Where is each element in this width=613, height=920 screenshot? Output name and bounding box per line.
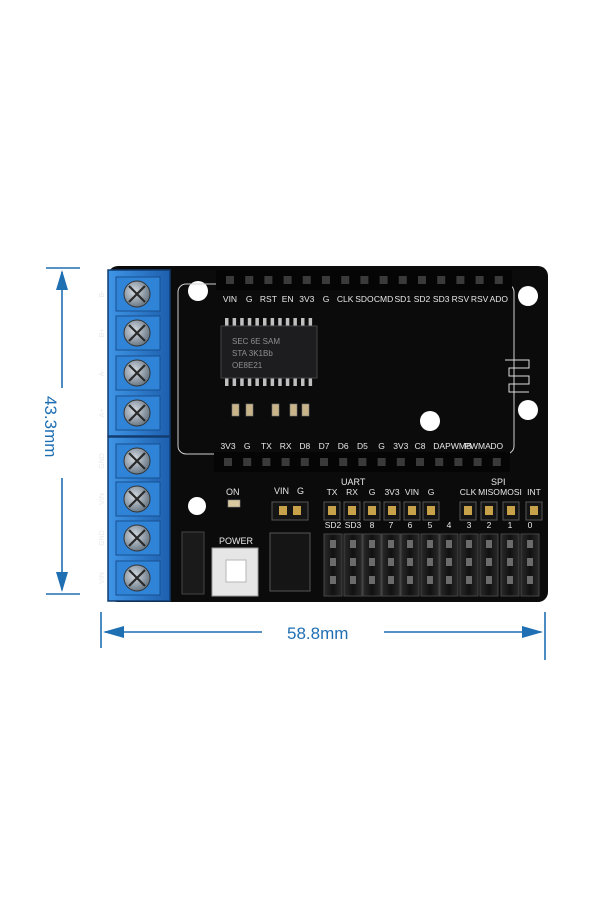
top-header-label: G xyxy=(323,294,330,304)
io-row-label: 8 xyxy=(370,520,375,530)
bottom-header-label: 3V3 xyxy=(220,441,235,451)
io-row-label: SD2 xyxy=(325,520,342,530)
io-row-label: 3 xyxy=(467,520,472,530)
top-header-label: 3V3 xyxy=(299,294,314,304)
uart-pin-label: RX xyxy=(346,487,358,497)
terminal-side-label: A+ xyxy=(99,409,106,418)
top-header-label: SD1 xyxy=(395,294,412,304)
bottom-header-label: 3V3 xyxy=(393,441,408,451)
vin-group-label: VIN xyxy=(274,486,289,496)
bottom-header-label: D5 xyxy=(357,441,368,451)
io-row-label: 6 xyxy=(408,520,413,530)
mounting-hole xyxy=(188,281,208,301)
top-header-label: RSV xyxy=(452,294,470,304)
width-dimension-label: 58.8mm xyxy=(287,624,349,643)
bottom-header-label: DA xyxy=(433,441,445,451)
io-row-label: 0 xyxy=(528,520,533,530)
bottom-pin-header xyxy=(214,452,510,472)
spi-pin-label: CLK xyxy=(460,487,477,497)
bottom-header-label: C8 xyxy=(415,441,426,451)
mounting-hole xyxy=(188,497,206,515)
terminal-side-label: GND xyxy=(99,530,106,546)
top-header-label: SD3 xyxy=(433,294,450,304)
terminal-side-label: B+ xyxy=(99,329,106,338)
bottom-header-label: PWMB xyxy=(445,441,472,451)
bottom-header-label: D6 xyxy=(338,441,349,451)
terminal-side-label: VIN xyxy=(99,572,106,584)
bottom-header-label: TX xyxy=(261,441,272,451)
top-header-label: VIN xyxy=(223,294,237,304)
top-header-label: RST xyxy=(260,294,277,304)
mounting-hole xyxy=(420,411,440,431)
io-row-label: 2 xyxy=(487,520,492,530)
switch-header-pins xyxy=(181,531,205,595)
horizontal-dimension-arrow xyxy=(100,612,546,660)
chip-marking-1: SEC 6E SAM xyxy=(232,337,280,346)
io-row-label: 5 xyxy=(428,520,433,530)
vin-g-header[interactable]: VIN G xyxy=(269,486,311,592)
bottom-header-label: RX xyxy=(280,441,292,451)
chip-marking-2: STA 3K1Bb xyxy=(232,349,273,358)
bottom-header-label: DO xyxy=(490,441,503,451)
chip-marking-3: OE8E21 xyxy=(232,361,263,370)
top-header-label: CLK xyxy=(337,294,354,304)
io-row-label: SD3 xyxy=(345,520,362,530)
led-label: ON xyxy=(226,487,240,497)
io-pin-array[interactable] xyxy=(323,533,540,597)
top-header-label: G xyxy=(246,294,253,304)
terminal-block-motor[interactable] xyxy=(107,269,171,437)
g-group-label: G xyxy=(297,486,304,496)
uart-pin-label: VIN xyxy=(405,487,419,497)
terminal-block-power[interactable] xyxy=(107,436,171,602)
io-row-label: 1 xyxy=(508,520,513,530)
bottom-header-label: PWMA xyxy=(464,441,491,451)
spi-pin-label: INT xyxy=(527,487,541,497)
top-header-label: SDO xyxy=(355,294,374,304)
bottom-header-label: G xyxy=(378,441,385,451)
spi-pin-label: MISO xyxy=(478,487,500,497)
uart-pin-label: G xyxy=(428,487,435,497)
uart-labels: TX RX G 3V3 VIN G xyxy=(327,487,435,497)
uart-pin-label: 3V3 xyxy=(384,487,399,497)
spi-pin-label: MOSI xyxy=(500,487,522,497)
uart-pin-label: TX xyxy=(327,487,338,497)
smd-components xyxy=(231,403,310,417)
top-header-label: EN xyxy=(282,294,294,304)
uart-title: UART xyxy=(341,477,366,487)
terminal-side-label: A- xyxy=(99,369,106,377)
top-header-label: RSV xyxy=(471,294,489,304)
terminal-labels: B- B+ A- A+ GND VIN GND VIN xyxy=(99,290,106,584)
terminal-side-label: VIN xyxy=(99,493,106,505)
power-switch-label: POWER xyxy=(219,536,254,546)
terminal-side-label: GND xyxy=(99,453,106,469)
driver-chip[interactable]: SEC 6E SAM STA 3K1Bb OE8E21 xyxy=(220,318,318,386)
top-header-label: CMD xyxy=(374,294,393,304)
power-led xyxy=(227,499,241,508)
bottom-header-label: D8 xyxy=(299,441,310,451)
mounting-hole xyxy=(518,400,538,420)
top-header-label: SD2 xyxy=(414,294,431,304)
top-header-label: ADO xyxy=(490,294,509,304)
spi-title: SPI xyxy=(491,477,506,487)
io-row-label: 4 xyxy=(447,520,452,530)
bottom-header-label: G xyxy=(244,441,251,451)
power-switch[interactable] xyxy=(211,547,259,597)
vertical-dimension-arrow xyxy=(46,267,80,595)
uart-pin-label: G xyxy=(369,487,376,497)
terminal-side-label: B- xyxy=(99,290,106,298)
uart-pins[interactable] xyxy=(323,501,543,521)
top-pin-header xyxy=(216,270,512,290)
bottom-header-label: D7 xyxy=(319,441,330,451)
height-dimension-label: 43.3mm xyxy=(41,396,60,458)
mounting-hole xyxy=(518,286,538,306)
io-row-label: 7 xyxy=(389,520,394,530)
